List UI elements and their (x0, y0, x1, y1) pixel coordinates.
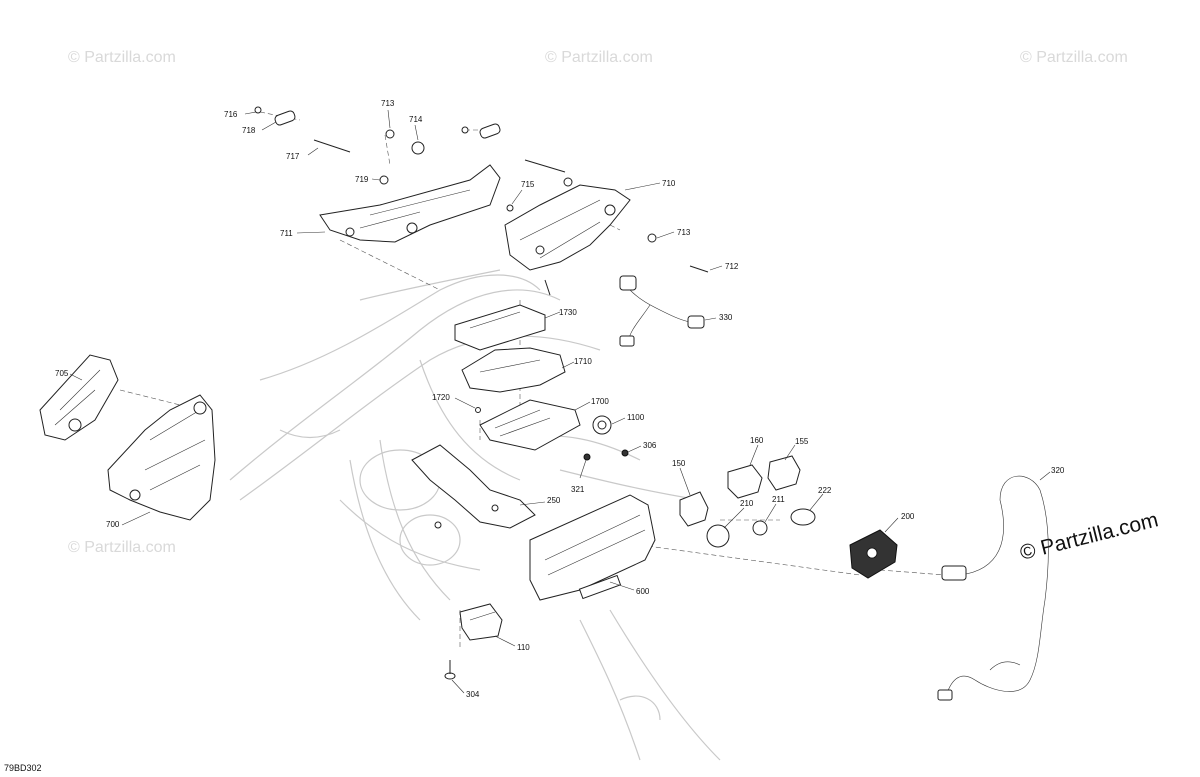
bracket-250 (411, 444, 536, 529)
label-155: 155 (795, 437, 809, 446)
leader-lines (69, 109, 1051, 694)
bushing-714 (411, 141, 425, 155)
label-200: 200 (901, 512, 915, 521)
nut-306 (621, 449, 629, 457)
bracket-711 (319, 164, 501, 243)
label-718: 718 (242, 126, 256, 135)
switch-705 (39, 354, 119, 441)
label-160: 160 (750, 436, 764, 445)
watermark-top-left: © Partzilla.com (68, 49, 176, 66)
label-306: 306 (643, 441, 657, 450)
screw-304 (444, 660, 456, 680)
label-705: 705 (55, 369, 69, 378)
label-717: 717 (286, 152, 300, 161)
part-210 (706, 524, 730, 548)
bolt-717 (313, 139, 351, 153)
label-1720: 1720 (432, 393, 450, 402)
switch-155 (767, 455, 801, 491)
bolt-b (524, 159, 566, 173)
cluster-600 (529, 494, 656, 601)
label-712: 712 (725, 262, 739, 271)
label-150: 150 (672, 459, 686, 468)
label-1100: 1100 (627, 413, 645, 422)
nut-713 (385, 129, 395, 139)
label-330: 330 (719, 313, 733, 322)
label-110: 110 (517, 643, 530, 652)
label-716: 716 (224, 110, 238, 119)
washer-719 (379, 175, 389, 185)
label-250: 250 (547, 496, 561, 505)
switch-150 (679, 491, 709, 527)
pad-1730 (454, 304, 546, 351)
fasteners-top (254, 106, 709, 273)
bolt-716 (254, 106, 262, 114)
label-222: 222 (818, 486, 832, 495)
label-711: 711 (280, 229, 293, 238)
label-714: 714 (409, 115, 423, 124)
label-1710: 1710 (574, 357, 592, 366)
bolt-712 (689, 265, 709, 273)
grommet-718 (274, 110, 296, 126)
watermark-top-right: © Partzilla.com (1020, 49, 1128, 66)
nut-713b (647, 233, 657, 243)
label-320: 320 (1051, 466, 1065, 475)
label-715: 715 (521, 180, 535, 189)
label-211: 211 (772, 495, 785, 504)
label-304: 304 (466, 690, 480, 699)
watermarks: © Partzilla.com © Partzilla.com © Partzi… (68, 49, 1161, 565)
switch-160 (727, 464, 763, 499)
plug-222 (790, 508, 816, 526)
switch-110 (459, 603, 503, 641)
label-1730: 1730 (559, 308, 577, 317)
grommet-b (479, 123, 501, 139)
bolt-715 (506, 204, 514, 212)
harness-330 (619, 275, 705, 347)
screw-1720 (475, 407, 481, 413)
watermark-brand: © Partzilla.com (1018, 508, 1161, 565)
washer-b (563, 177, 573, 187)
label-321: 321 (571, 485, 585, 494)
diagram-code: 79BD302 (4, 763, 42, 773)
socket-1100 (592, 415, 612, 435)
ring-211 (752, 520, 768, 536)
harness-320 (937, 475, 1049, 701)
label-700: 700 (106, 520, 120, 529)
label-713a: 713 (381, 99, 395, 108)
label-719: 719 (355, 175, 369, 184)
label-210: 210 (740, 499, 754, 508)
watermark-top-center: © Partzilla.com (545, 49, 653, 66)
bolt-a (461, 126, 469, 134)
pod-700 (107, 394, 216, 521)
bracket-710 (504, 184, 631, 271)
nut-321 (583, 453, 591, 461)
label-1700: 1700 (591, 397, 609, 406)
part-labels: 716 718 717 713 714 719 715 710 711 713 … (55, 99, 1065, 699)
label-600: 600 (636, 587, 650, 596)
watermark-mid-left: © Partzilla.com (68, 539, 176, 556)
bracket-1710 (461, 347, 566, 393)
label-710: 710 (662, 179, 676, 188)
label-713b: 713 (677, 228, 691, 237)
